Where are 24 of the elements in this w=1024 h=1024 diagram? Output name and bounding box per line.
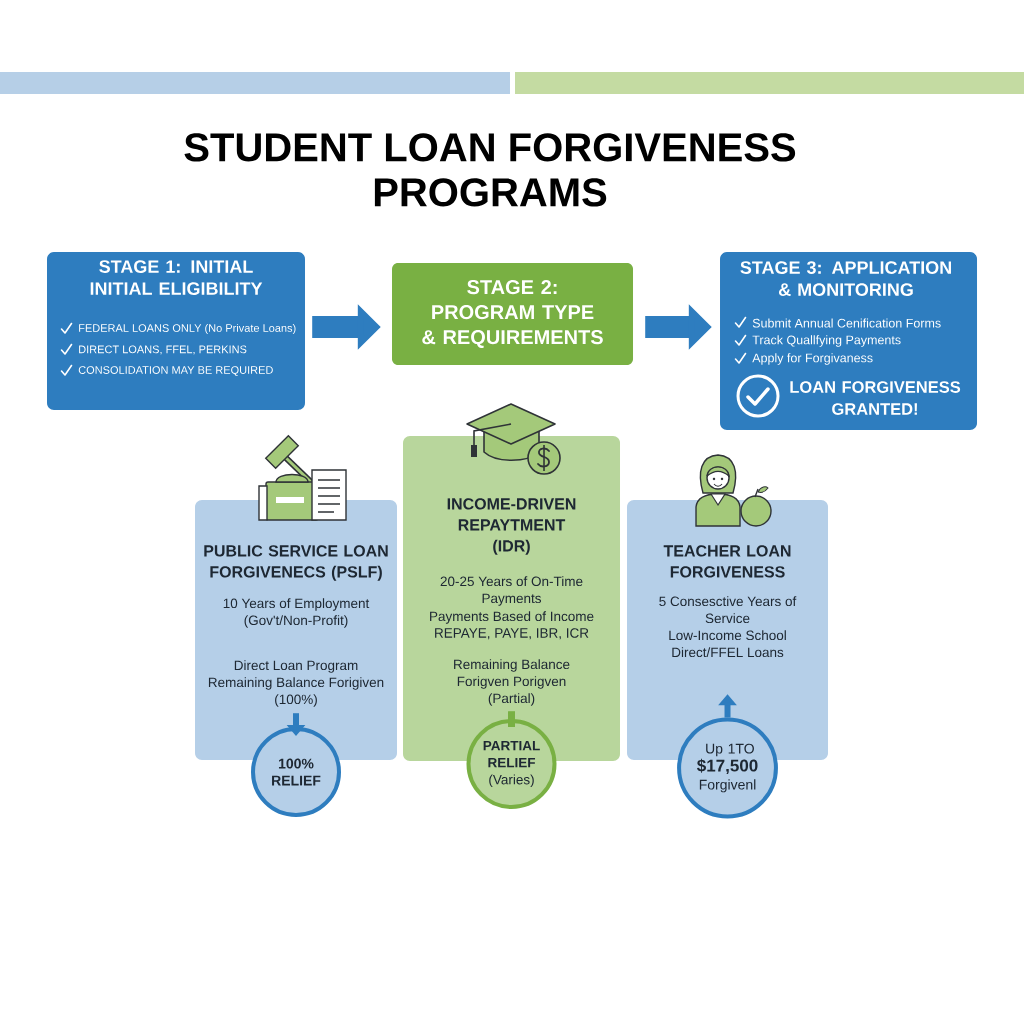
- card-heading: TEACHER LOAN FORGIVENESS: [663, 545, 791, 578]
- checklist-item: DIRECT LOANS, FFEL, PERKINS: [79, 345, 247, 355]
- card-text: Low-Income School: [669, 630, 786, 641]
- checklist-item: Track Quallfying Payments: [752, 335, 901, 347]
- card-text: Payments Based of Income: [430, 611, 594, 624]
- card-text: Direct/FFEL Loans: [672, 647, 784, 658]
- card-text: 10 Years of Employment (Gov't/Non-Profit): [223, 598, 370, 628]
- card-heading: PUBLIC SERVICE LOAN FORGIVENECS (PSLF): [204, 545, 388, 581]
- card-text: REPAYE, PAYE, IBR, ICR: [435, 628, 589, 640]
- card-text: 5 Consesctive Years of Service: [659, 596, 797, 624]
- card-text: Remaining Balance Forigven Porigven (Partial): [454, 659, 570, 706]
- stage-heading: STAGE 1: INITIAL INITIAL ELIGIBILITY: [90, 260, 263, 295]
- card-text: 20-25 Years of On-Time Payments: [440, 576, 583, 606]
- stage-box: STAGE 2: PROGRAM TYPE & REQUIREMENTS: [392, 263, 633, 365]
- card-heading: INCOME-DRIVEN REPAYTMENT (IDR): [447, 498, 576, 555]
- checklist-item: Apply for Forgivaness: [752, 353, 873, 365]
- title: STUDENT LOAN FORGIVENESS PROGRAMS: [184, 133, 796, 207]
- card-text: Remaining Balance Forigiven (100%): [208, 677, 384, 707]
- status-text: LOAN FORGIVENESS GRANTED!: [790, 381, 961, 415]
- checklist-item: CONSOLIDATION MAY BE REQUIRED: [78, 366, 273, 376]
- checklist-item: Submit Annual Cenification Forms: [752, 318, 941, 328]
- card-text: Direct Loan Program: [234, 660, 358, 673]
- stage-heading: STAGE 3: APPLICATION & MONITORING: [740, 261, 951, 296]
- checklist-item: FEDERAL LOANS ONLY (No Private Loans): [79, 323, 296, 335]
